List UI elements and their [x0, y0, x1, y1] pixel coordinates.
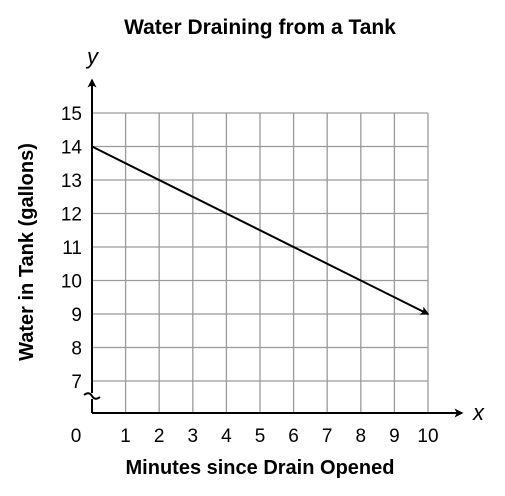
- x-tick-label: 8: [356, 426, 367, 447]
- x-tick-label: 2: [154, 426, 165, 447]
- x-tick-label: 10: [417, 426, 438, 447]
- x-tick-label: 0: [71, 426, 82, 447]
- y-tick-label: 11: [62, 238, 82, 259]
- y-tick-label: 7: [71, 372, 82, 393]
- y-tick-label: 14: [61, 138, 83, 159]
- x-axis-variable: x: [472, 400, 485, 425]
- x-axis-label: Minutes since Drain Opened: [126, 457, 395, 479]
- x-tick-label: 6: [288, 426, 299, 447]
- x-tick-label: 3: [188, 426, 199, 447]
- y-tick-label: 9: [71, 305, 82, 326]
- y-axis-break-mark: [83, 392, 101, 400]
- series: [91, 145, 430, 315]
- y-tick-label: 15: [61, 104, 82, 125]
- y-tick-label: 13: [61, 171, 82, 192]
- x-tick-label: 1: [120, 426, 131, 447]
- y-axis-variable: y: [85, 44, 100, 69]
- x-tick-label: 9: [389, 426, 400, 447]
- y-tick-label: 10: [61, 272, 82, 293]
- y-axis-label: Water in Tank (gallons): [16, 143, 38, 361]
- chart-title: Water Draining from a Tank: [124, 16, 396, 39]
- x-tick-labels: 0 1 2 3 4 5 6 7 8 9 10: [71, 426, 439, 447]
- x-tick-label: 5: [255, 426, 266, 447]
- x-tick-label: 7: [322, 426, 333, 447]
- y-tick-labels: 7 8 9 10 11 12 13 14 15: [61, 104, 83, 393]
- x-tick-label: 4: [221, 426, 232, 447]
- series-line: [91, 145, 430, 315]
- y-tick-label: 8: [71, 339, 82, 360]
- y-tick-label: 12: [61, 205, 82, 226]
- grid: [92, 112, 429, 414]
